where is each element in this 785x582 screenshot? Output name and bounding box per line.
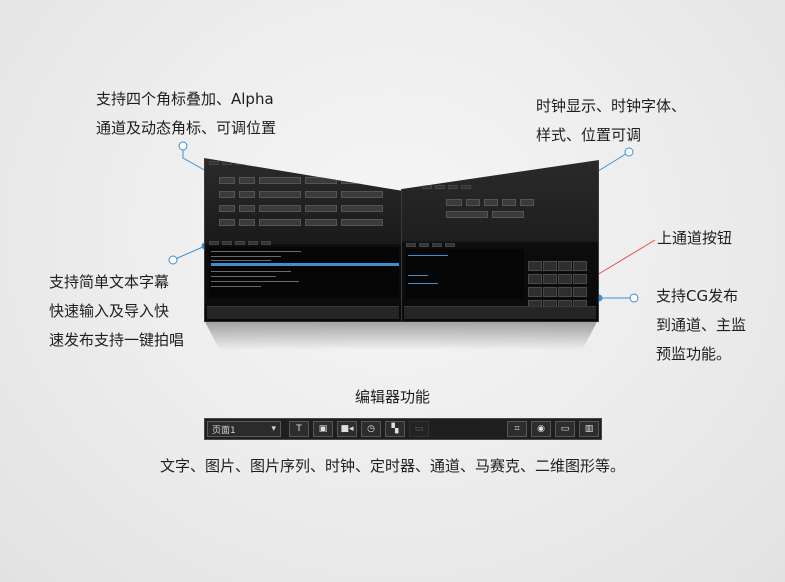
callout-line: 快速输入及导入快 <box>49 302 170 320</box>
panel-reflection <box>204 320 598 350</box>
editor-caption: 文字、图片、图片序列、时钟、定时器、通道、马赛克、二维图形等。 <box>159 457 625 475</box>
callout-channel-button: 上通道按钮 <box>657 224 732 253</box>
fit-view-icon: ⌗ <box>514 424 520 434</box>
callout-corner-logo: 支持四个角标叠加、Alpha 通道及动态角标、可调位置 <box>96 85 276 143</box>
editor-toolbar: 页面1 ▾ T ▣ ■◂ ◷ ▚ ▭ ⌗ ◉ ▭ ▥ <box>204 418 602 440</box>
clock-panel-screenshot <box>401 160 599 322</box>
page-select[interactable]: 页面1 ▾ <box>207 421 281 437</box>
disabled-tool-button[interactable]: ▭ <box>409 421 429 437</box>
channel-keypad <box>528 261 587 310</box>
text-tool-button[interactable]: T <box>289 421 309 437</box>
callout-line: 速发布支持一键拍唱 <box>49 331 185 349</box>
callout-line: 支持CG发布 <box>656 287 739 305</box>
preview-eye-icon: ◉ <box>537 424 545 434</box>
callout-line: 通道及动态角标、可调位置 <box>96 119 277 137</box>
selected-subtitle-line <box>211 263 399 266</box>
callout-line: 支持简单文本字幕 <box>49 273 170 291</box>
callout-line: 预监功能。 <box>656 345 732 363</box>
callout-subtitle: 支持简单文本字幕 快速输入及导入快 速发布支持一键拍唱 <box>49 268 184 355</box>
publish-toolstrip <box>404 306 596 319</box>
callout-cg-publish: 支持CG发布 到通道、主监 预监功能。 <box>656 282 746 369</box>
panel-tabs <box>209 161 271 165</box>
callout-line: 时钟显示、时钟字体、 <box>536 97 687 115</box>
image-tool-icon: ▣ <box>318 424 328 434</box>
callout-line: 到通道、主监 <box>656 316 747 334</box>
split-view-button[interactable]: ▥ <box>579 421 599 437</box>
subtitle-text-area <box>209 247 399 297</box>
editor-section-title: 编辑器功能 <box>354 388 430 406</box>
preview-button[interactable]: ◉ <box>531 421 551 437</box>
camera-tool-icon: ■◂ <box>340 424 354 434</box>
frame-button[interactable]: ▭ <box>555 421 575 437</box>
split-view-icon: ▥ <box>584 424 594 434</box>
image-tool-button[interactable]: ▣ <box>313 421 333 437</box>
corner-logo-panel-screenshot <box>204 158 402 322</box>
fit-view-button[interactable]: ⌗ <box>507 421 527 437</box>
callout-line: 样式、位置可调 <box>536 126 642 144</box>
camera-tool-button[interactable]: ■◂ <box>337 421 357 437</box>
frame-icon: ▭ <box>560 424 570 434</box>
clock-tool-icon: ◷ <box>367 424 375 434</box>
chevron-down-icon: ▾ <box>271 424 276 434</box>
clock-tool-button[interactable]: ◷ <box>361 421 381 437</box>
subtitle-toolstrip <box>207 306 399 319</box>
mosaic-tool-icon: ▚ <box>391 424 399 434</box>
preview-area <box>406 249 524 299</box>
text-tool-icon: T <box>296 424 302 434</box>
callout-line: 支持四个角标叠加、Alpha <box>96 90 274 108</box>
callout-clock: 时钟显示、时钟字体、 样式、位置可调 <box>536 92 686 150</box>
mosaic-tool-button[interactable]: ▚ <box>385 421 405 437</box>
disabled-tool-icon: ▭ <box>414 424 424 434</box>
page-select-value: 页面1 <box>212 425 236 436</box>
callout-line: 上通道按钮 <box>657 229 733 247</box>
